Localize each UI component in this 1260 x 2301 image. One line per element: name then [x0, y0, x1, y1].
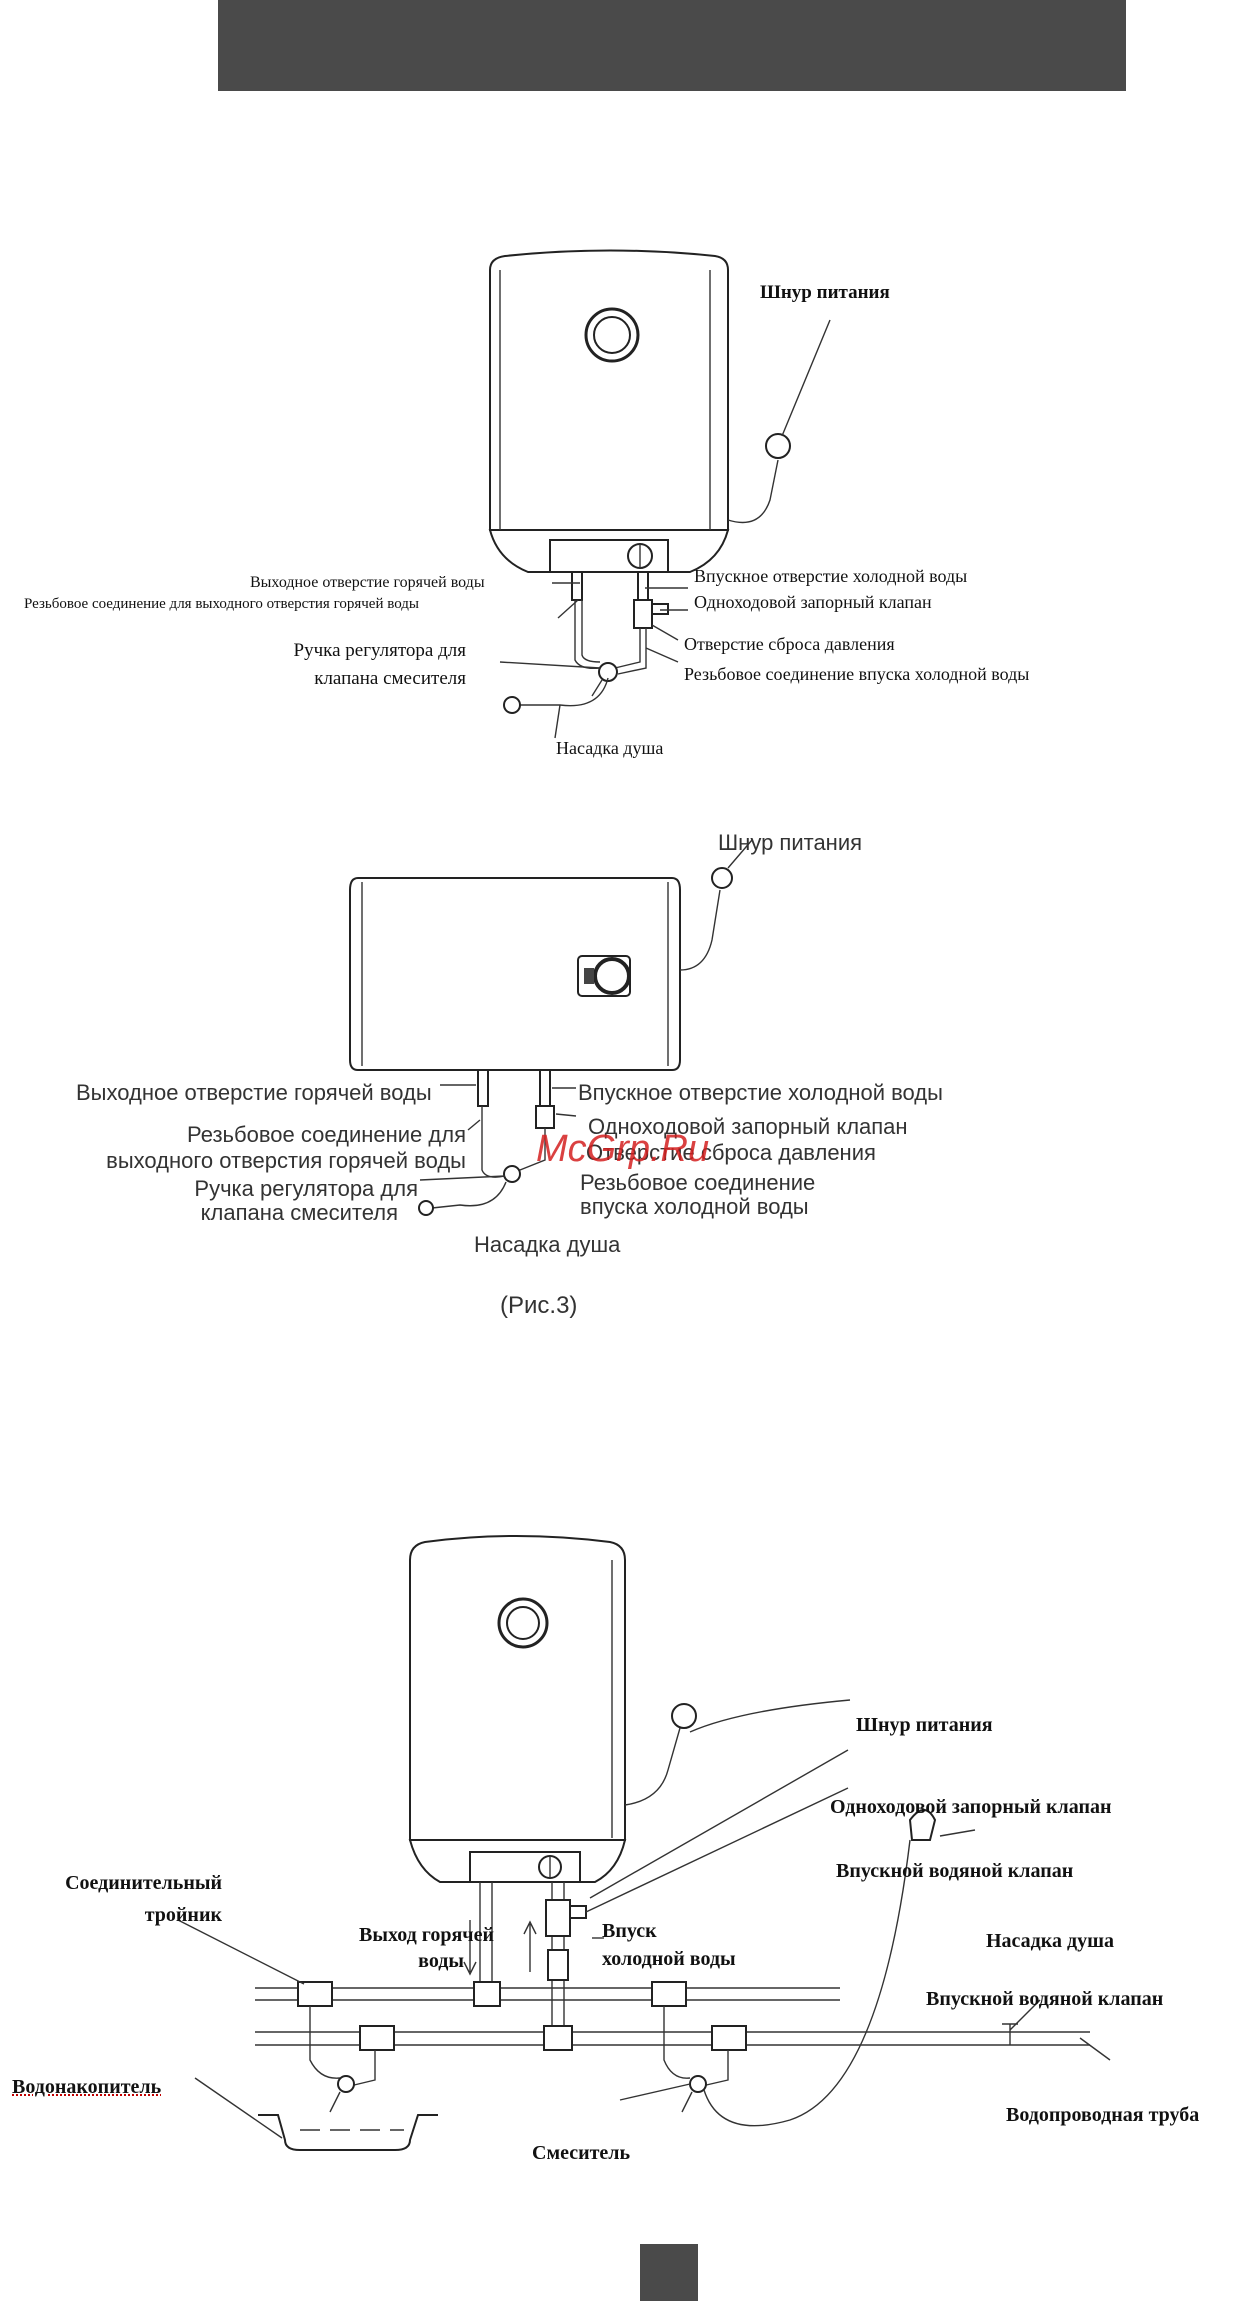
fig2-hot-outlet-label: Выходное отверстие горячей воды	[76, 1080, 432, 1105]
fig1-mixer-handle-label-2: клапана смесителя	[314, 668, 466, 689]
vertical-heater-diagram	[488, 249, 831, 739]
fig3-inlet-valve-top-label: Впускной водяной клапан	[836, 1860, 1074, 1882]
fig1-mixer-handle-label-1: Ручка регулятора для	[293, 640, 466, 661]
fig2-mixer-handle-label-1: Ручка регулятора для	[194, 1176, 418, 1201]
fig3-cold-in-label-1: Впуск	[602, 1920, 657, 1942]
fig1-cold-inlet-label: Впускное отверстие холодной воды	[694, 566, 968, 586]
fig1-hot-outlet-label: Выходное отверстие горячей воды	[250, 574, 485, 591]
fig3-inlet-valve-right-label: Впускной водяной клапан	[926, 1988, 1164, 2010]
fig3-mixer-label: Смеситель	[532, 2142, 631, 2164]
fig1-check-valve-label: Одноходовой запорный клапан	[694, 592, 932, 612]
fig3-hot-out-label-1: Выход горячей	[359, 1924, 494, 1946]
page-number-box	[640, 2244, 698, 2301]
watermark: McGrp.Ru	[536, 1128, 710, 1170]
fig2-power-cord-label: Шнур питания	[718, 830, 863, 855]
fig3-tee-label-2: тройник	[144, 1904, 222, 1926]
fig1-relief-hole-label: Отверстие сброса давления	[684, 634, 895, 654]
fig2-check-valve-label: Одноходовой запорный клапан	[588, 1114, 908, 1139]
fig3-check-valve-label: Одноходовой запорный клапан	[830, 1796, 1112, 1818]
fig1-shower-head-label: Насадка душа	[556, 738, 664, 758]
fig3-cold-in-label-2: холодной воды	[602, 1948, 736, 1970]
fig2-hot-thread-label-1: Резьбовое соединение для	[187, 1122, 466, 1147]
fig2-cold-thread-label-2: впуска холодной воды	[580, 1194, 809, 1219]
fig1-hot-thread-label: Резьбовое соединение для выходного отвер…	[24, 596, 419, 612]
fig2-cold-inlet-label: Впускное отверстие холодной воды	[578, 1080, 943, 1105]
fig3-shower-head-label: Насадка душа	[986, 1930, 1115, 1952]
fig1-cold-thread-label: Резьбовое соединение впуска холодной вод…	[684, 664, 1030, 684]
fig2-caption: (Рис.3)	[500, 1292, 578, 1319]
fig3-hot-out-label-2: воды	[418, 1950, 464, 1972]
installation-scheme-diagram	[177, 1535, 1111, 2151]
horizontal-heater-diagram	[349, 839, 753, 1216]
fig2-relief-hole-label: Отверстие сброса давления	[586, 1140, 876, 1165]
header-bar	[218, 0, 1126, 91]
fig2-hot-thread-label-2: выходного отверстия горячей воды	[106, 1148, 466, 1173]
fig3-reservoir-label: Водонакопитель	[12, 2076, 162, 2098]
fig3-water-pipe-label: Водопроводная труба	[1006, 2104, 1200, 2126]
fig3-power-cord-label: Шнур питания	[856, 1714, 993, 1736]
fig2-cold-thread-label-1: Резьбовое соединение	[580, 1170, 816, 1195]
fig3-tee-label-1: Соединительный	[65, 1872, 222, 1894]
fig2-shower-head-label: Насадка душа	[474, 1232, 621, 1257]
fig1-power-cord-label: Шнур питания	[760, 282, 890, 303]
fig2-mixer-handle-label-2: клапана смесителя	[200, 1200, 398, 1225]
